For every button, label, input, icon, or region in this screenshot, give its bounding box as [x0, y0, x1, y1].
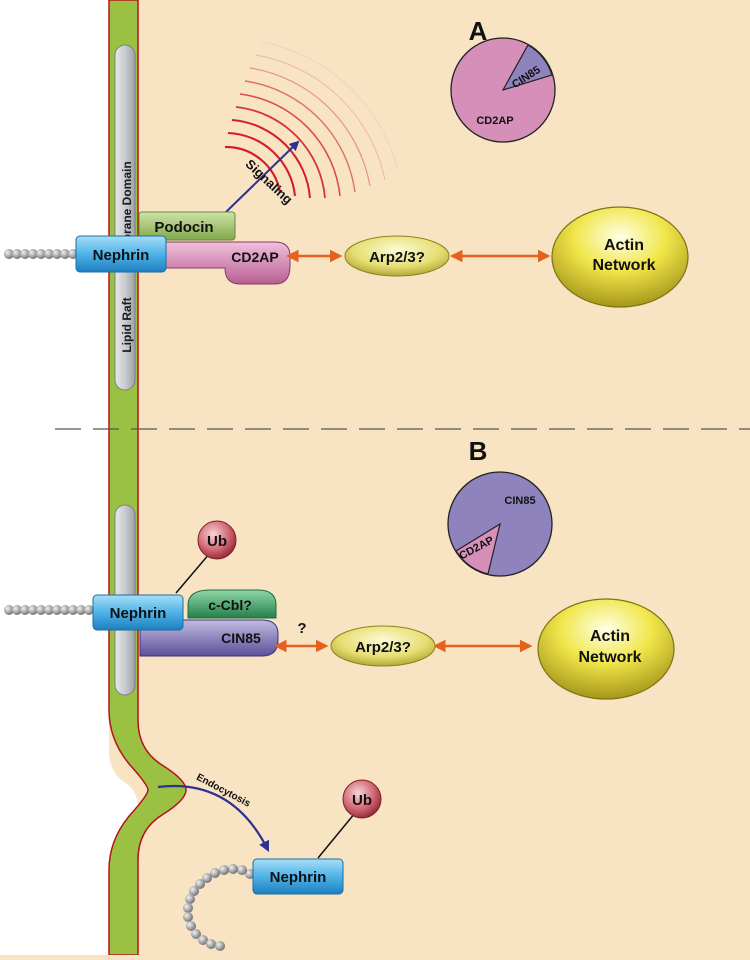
podocin-box — [138, 211, 236, 241]
lipid-raft-a — [114, 44, 136, 391]
cd2ap-label: CD2AP — [231, 249, 278, 265]
podocin-label: Podocin — [154, 219, 213, 236]
arp23-ellipse-b — [330, 625, 436, 667]
nephrin-box-a — [75, 235, 167, 273]
ubiquitin-sphere-internalized — [342, 779, 382, 819]
ub-linker-internalized — [317, 812, 356, 859]
panel-b-label: B — [469, 436, 488, 466]
cin85-label: CIN85 — [221, 630, 261, 646]
question-mark-label: ? — [297, 620, 306, 637]
nephrin-label-internalized: Nephrin — [270, 869, 327, 886]
cd2ap-box — [149, 241, 291, 285]
c-cbl-shape — [187, 589, 277, 619]
lipid-raft-label: Lipid Raft — [120, 297, 134, 352]
arp23-ellipse-a — [344, 235, 450, 277]
pie-chart-b: CIN85 CD2AP — [447, 471, 553, 577]
actin-network-ellipse-b — [537, 598, 675, 700]
actin-label-line2-b: Network — [578, 649, 641, 666]
endocytosis-arrow — [157, 784, 269, 852]
signaling-waves — [224, 41, 399, 199]
arp23-label-b: Arp2/3? — [355, 639, 411, 656]
nephrin-box-b — [92, 594, 184, 631]
pie-b-major-label: CIN85 — [504, 495, 535, 507]
c-cbl-label: c-Cbl? — [208, 597, 252, 613]
ubiquitin-sphere-b — [197, 520, 237, 560]
ub-label-internalized: Ub — [352, 792, 372, 809]
pie-chart-a: CIN85 CD2AP — [450, 37, 556, 143]
actin-label-line2-a: Network — [592, 257, 655, 274]
nephrin-label-b: Nephrin — [110, 605, 167, 622]
actin-label-line1-a: Actin — [604, 237, 644, 254]
panel-a-label: A — [469, 16, 488, 46]
pie-a-major-label: CD2AP — [476, 115, 513, 127]
ub-label-b: Ub — [207, 533, 227, 550]
signaling-arrow — [225, 140, 300, 213]
ub-linker-b — [175, 552, 211, 594]
nephrin-box-internalized — [252, 858, 344, 895]
actin-network-ellipse-a — [551, 206, 689, 308]
nephrin-label-a: Nephrin — [93, 247, 150, 264]
pie-b-slice-cd2ap — [455, 522, 501, 575]
actin-label-line1-b: Actin — [590, 628, 630, 645]
arp23-label-a: Arp2/3? — [369, 249, 425, 266]
nephrin-bead-chain-b — [4, 605, 94, 615]
pie-a-slice-cin85 — [501, 44, 553, 92]
nephrin-bead-chain-a — [4, 249, 78, 259]
nephrin-bead-chain-internalized — [183, 864, 255, 951]
